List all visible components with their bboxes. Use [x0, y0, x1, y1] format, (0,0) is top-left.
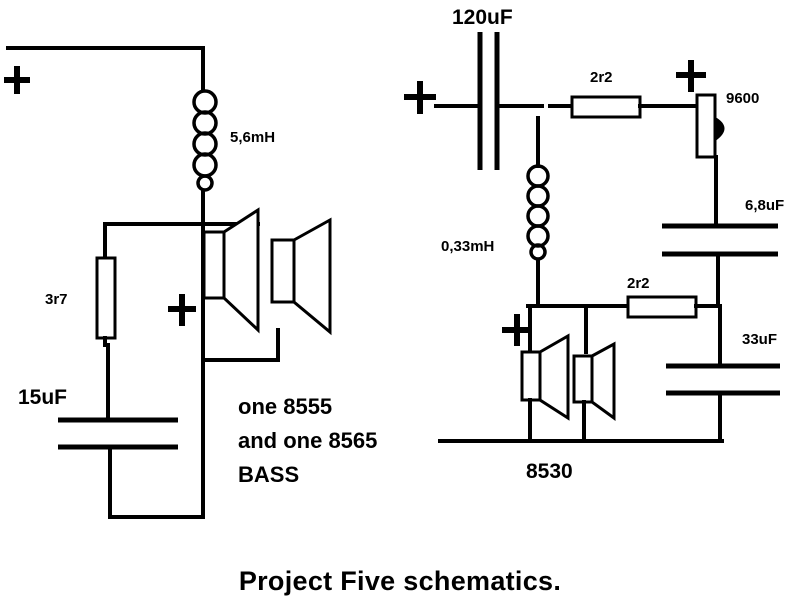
right-inductor-label: 0,33mH — [441, 238, 494, 255]
right-crossover-circuit: 120uF 2r2 9600 6,8uF 0,33mH 2r2 33uF 853… — [404, 6, 784, 483]
left-positive-terminal-icon — [4, 66, 30, 94]
left-capacitor-15uf-icon — [58, 417, 178, 450]
right-resistor-top-label: 2r2 — [590, 69, 613, 86]
left-resistor-label: 3r7 — [45, 291, 68, 308]
right-resistor-bottom-label: 2r2 — [627, 275, 650, 292]
left-crossover-circuit: 5,6mH 3r7 15uF one 8555 and one 8565 BAS… — [4, 46, 377, 519]
right-bottom-cap-label: 33uF — [742, 331, 777, 348]
right-positive-terminal-icon — [404, 81, 436, 114]
diagram-title: Project Five schematics. — [239, 566, 561, 596]
left-resistor-3r7 — [95, 256, 117, 340]
left-drivers-line3: BASS — [238, 462, 299, 487]
left-woofer-8555-icon — [202, 207, 260, 334]
left-woofer-8565-icon — [270, 217, 332, 336]
right-midrange-8530-icon — [520, 333, 570, 421]
right-capacitor-6-8uf-icon — [662, 223, 778, 257]
right-driver-positive-icon — [502, 314, 532, 346]
right-input-cap-label: 120uF — [452, 6, 513, 29]
left-top-rail-wire — [6, 46, 205, 90]
right-input-capacitor-120uf-icon — [477, 32, 500, 170]
right-capacitor-33uf-icon — [666, 363, 780, 396]
right-mid-cap-label: 6,8uF — [745, 197, 784, 214]
left-capacitor-label: 15uF — [18, 386, 67, 409]
right-midrange-8530-second-icon — [572, 341, 616, 421]
left-inductor-label: 5,6mH — [230, 129, 275, 146]
right-tweeter-positive-icon — [676, 60, 706, 92]
left-resistor-to-cap-wire — [103, 336, 110, 422]
right-tweeter-9600-icon — [695, 93, 725, 159]
left-speaker-positive-icon — [168, 294, 196, 326]
right-inductor-icon — [526, 164, 550, 261]
right-driver-label: 8530 — [526, 460, 573, 483]
left-drivers-line1: one 8555 — [238, 394, 332, 419]
left-inductor-icon — [192, 89, 218, 192]
right-resistor-top-2r2 — [570, 95, 642, 119]
left-speaker-return-wire — [203, 328, 280, 362]
right-tweeter-label: 9600 — [726, 90, 759, 107]
left-drivers-line2: and one 8565 — [238, 428, 377, 453]
right-resistor-bottom-2r2 — [626, 295, 698, 319]
left-bottom-rail-wire — [108, 222, 205, 519]
